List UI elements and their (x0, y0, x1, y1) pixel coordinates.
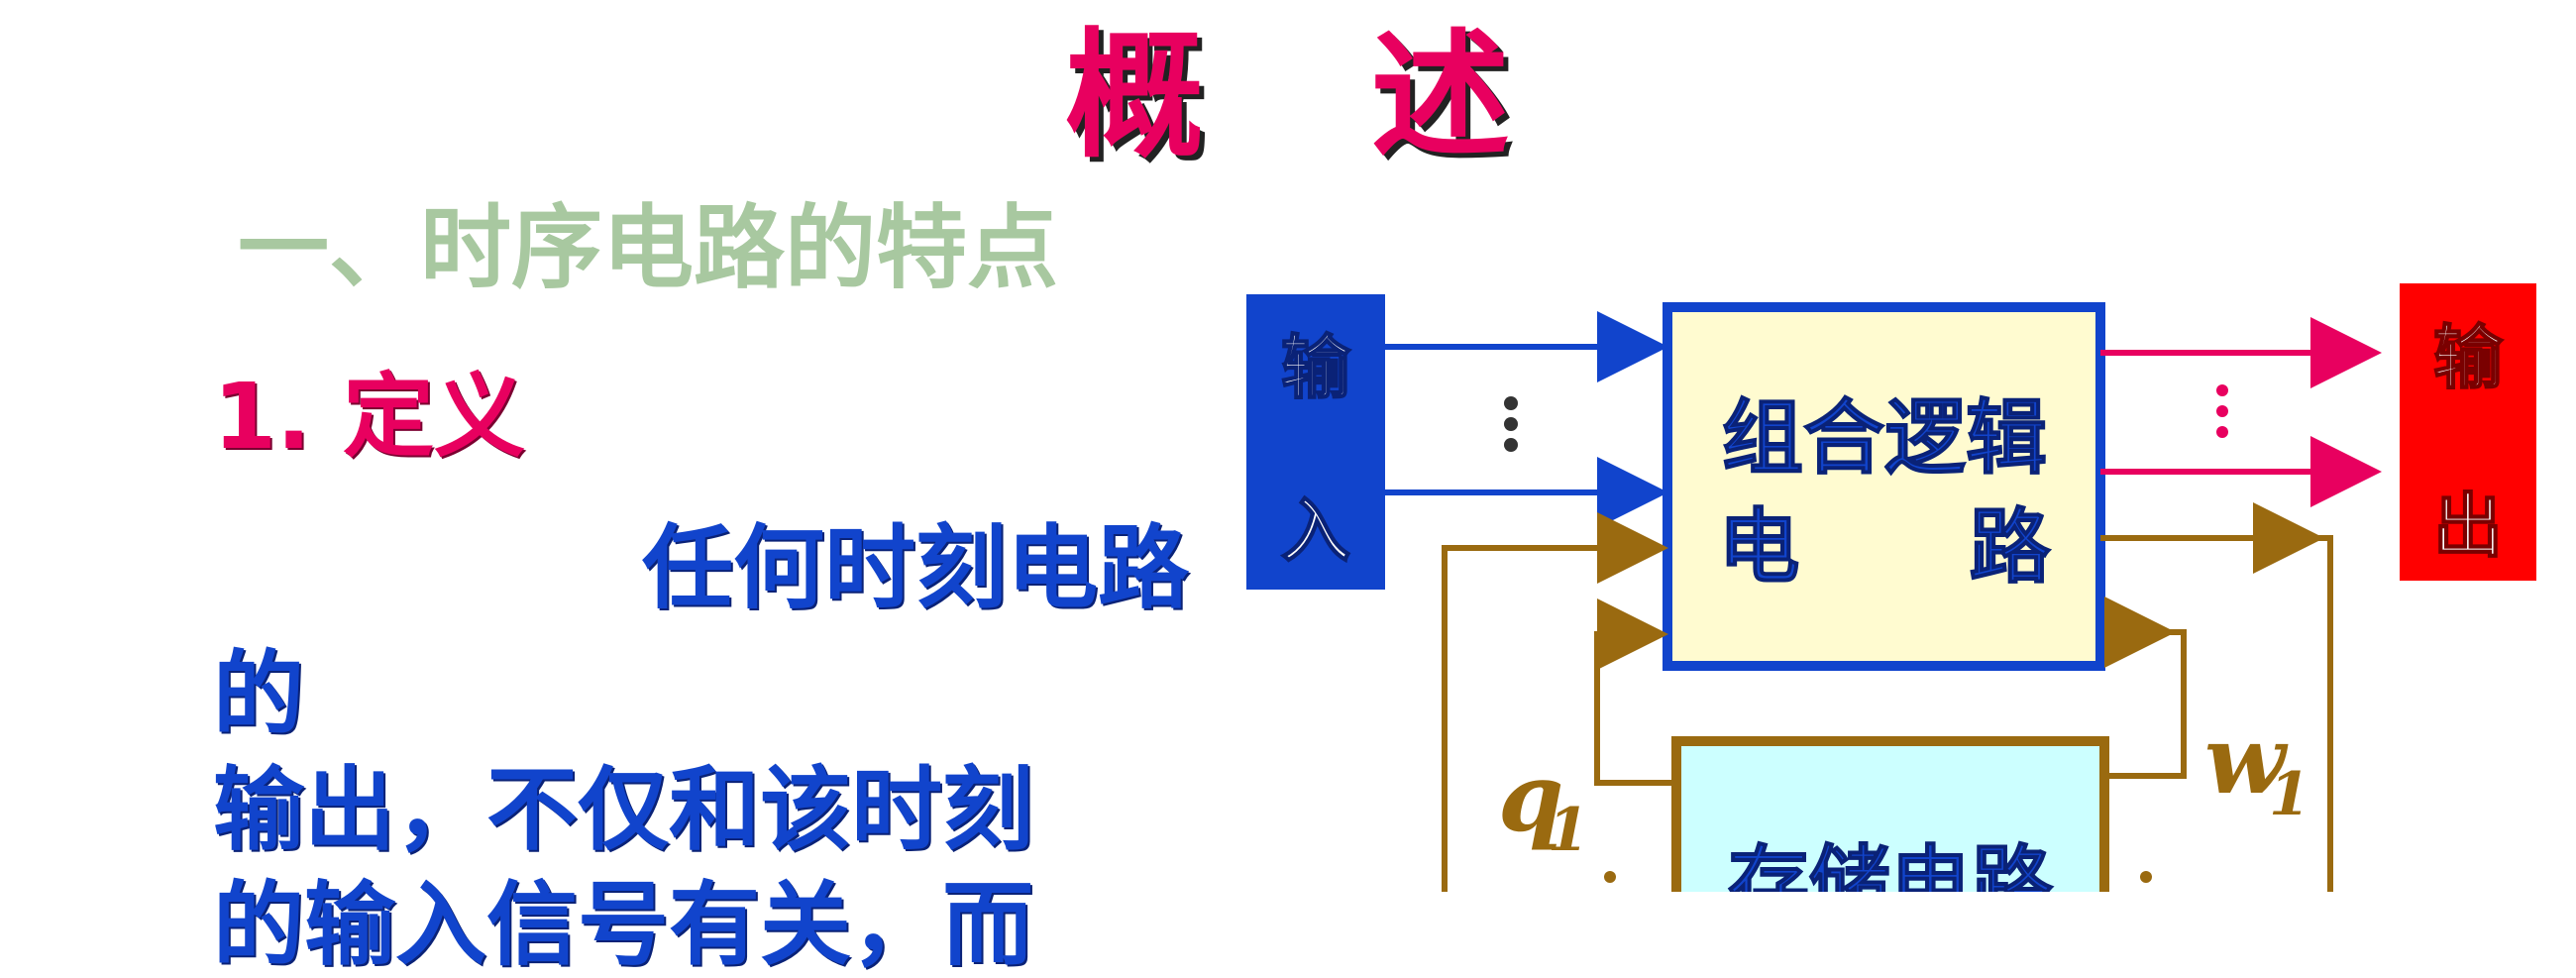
slide-title: 概 述 (1065, 16, 1569, 177)
w1-sub: 1 (2269, 760, 2310, 829)
storage-circuit-box: 存储电路 (1671, 736, 2109, 892)
storage-right-ellipsis (2140, 871, 2152, 883)
excitation-right-outer-line (2100, 535, 2333, 892)
comb-label-line2: 电 路 (1718, 500, 2051, 595)
definition-line-1: 任何时刻电路 (642, 515, 1190, 621)
feedback-q1-line (1594, 598, 1676, 786)
section-heading: 一、时序电路的特点 (238, 195, 1059, 301)
combinational-logic-box: 组合逻辑 电 路 (1663, 302, 2105, 671)
w1-var: w (2204, 706, 2289, 815)
q1-label: q 1 (1498, 743, 1589, 865)
definition-line-4: 的输入信号有关，而 (213, 872, 1034, 978)
definition-label: 1. 定义 (213, 364, 525, 470)
output-label-bottom: 出 (2433, 486, 2503, 567)
output-ellipsis (2216, 384, 2228, 438)
storage-left-ellipsis (1604, 871, 1616, 883)
input-label-bottom: 入 (1281, 490, 1350, 572)
output-label-top: 输 (2433, 317, 2504, 398)
q1-var: q (1498, 743, 1563, 853)
feedback-left-outer-line (1442, 512, 1668, 892)
q1-sub: 1 (1548, 796, 1589, 865)
definition-line-2: 的 (213, 641, 305, 747)
input-ellipsis (1504, 396, 1518, 452)
storage-label: 存储电路 (1728, 837, 2054, 892)
comb-label-line1: 组合逻辑 (1722, 391, 2047, 486)
definition-line-3: 输出，不仅和该时刻 (213, 757, 1034, 863)
input-label-top: 输 (1281, 327, 1351, 408)
input-box: 输 入 (1246, 294, 1385, 590)
excitation-w1-line (2104, 629, 2187, 779)
output-box: 输 出 (2400, 283, 2536, 581)
sequential-circuit-diagram: 输 入 组合逻辑 电 路 输 出 存储电路 (1246, 283, 2536, 892)
w1-label: w 1 (2204, 706, 2310, 829)
